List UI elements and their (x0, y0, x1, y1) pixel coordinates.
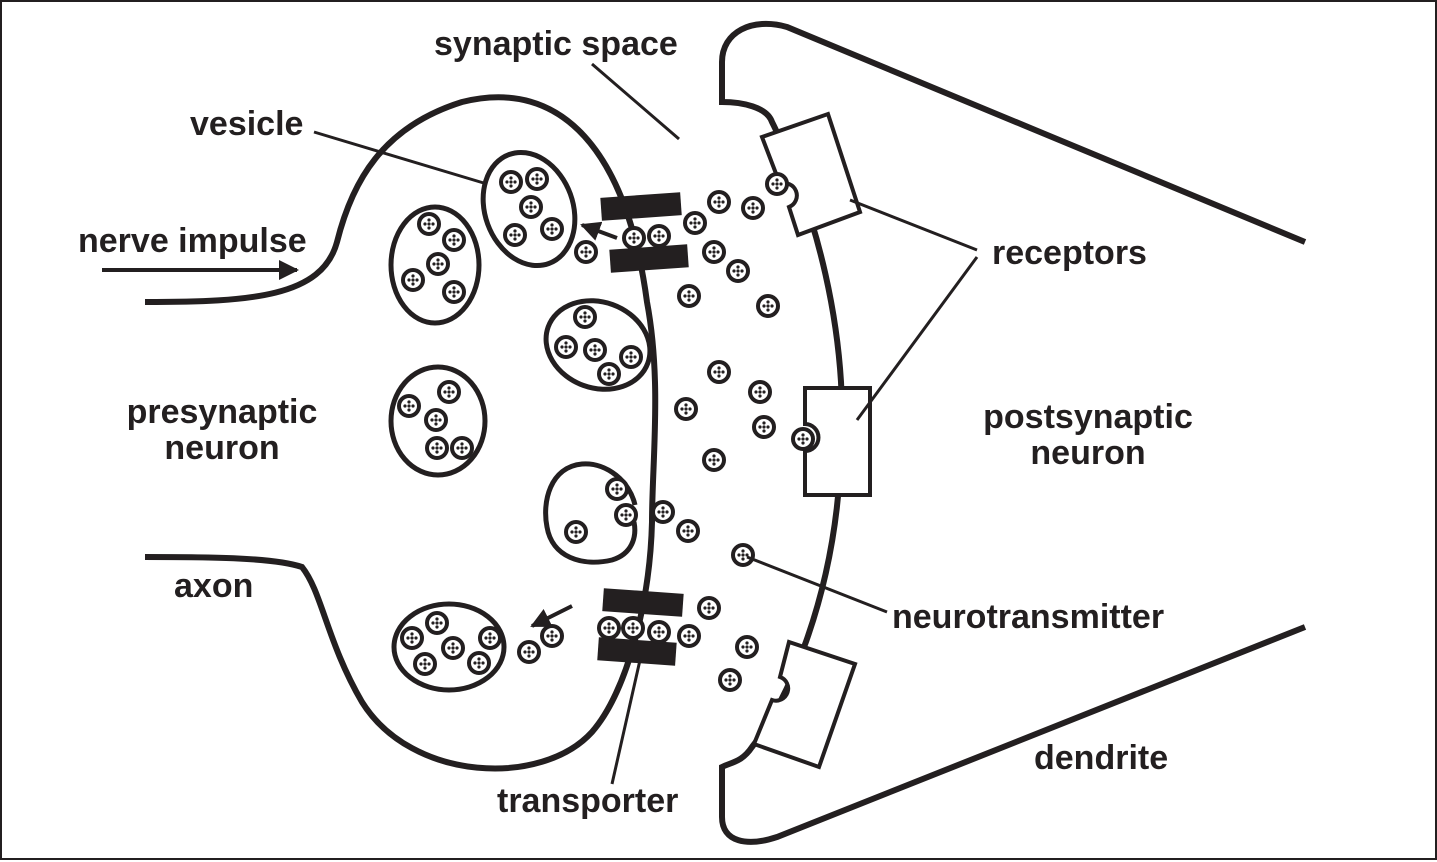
label-nerve-impulse: nerve impulse (78, 222, 307, 260)
transporter-top (600, 192, 689, 273)
presynaptic-membrane (144, 94, 659, 772)
transporter-bottom (597, 588, 684, 666)
label-postsynaptic-line2: neuron (1030, 434, 1146, 472)
reuptake-arrow-top (580, 221, 618, 241)
label-presynaptic-line1: presynaptic (126, 393, 318, 431)
label-postsynaptic-line1: postsynaptic (983, 398, 1193, 436)
label-neurotransmitter: neurotransmitter (892, 598, 1165, 636)
receptor-bottom (751, 639, 858, 770)
label-presynaptic-line2: neuron (164, 429, 280, 467)
vesicle-fusing (543, 461, 638, 565)
label-axon: axon (174, 567, 254, 605)
label-postsynaptic-neuron: postsynaptic neuron (960, 399, 1216, 471)
label-presynaptic-neuron: presynaptic neuron (112, 394, 332, 466)
leader-lines (313, 62, 979, 785)
label-synaptic-space: synaptic space (434, 25, 678, 63)
label-dendrite: dendrite (1034, 739, 1169, 777)
label-transporter: transporter (497, 782, 679, 820)
label-vesicle: vesicle (190, 105, 304, 143)
reuptake-arrow-bottom (530, 604, 573, 628)
arrows (102, 221, 618, 628)
receptor-middle (803, 386, 872, 497)
label-receptors: receptors (992, 234, 1147, 272)
